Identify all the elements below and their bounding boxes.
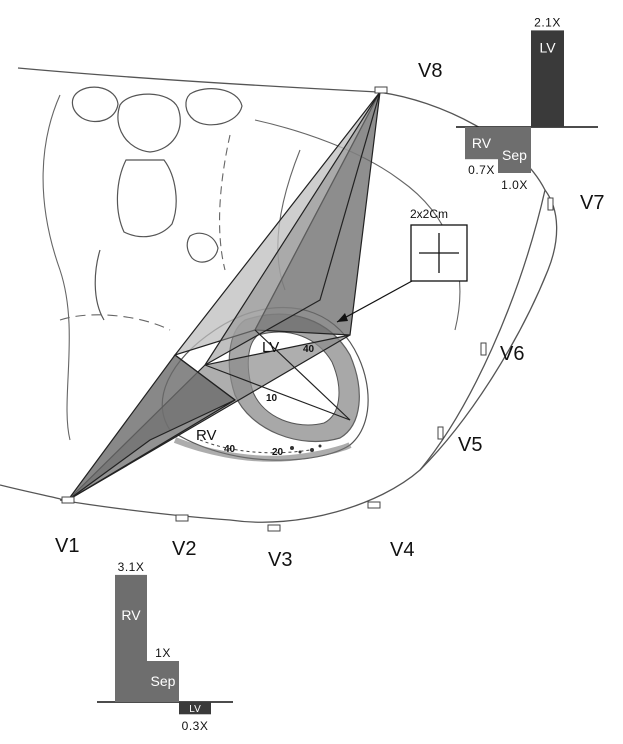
lead-label-v4: V4 (390, 539, 414, 561)
chart-bottom-cat-sep: Sep (151, 673, 176, 689)
chart-top-right: RV Sep LV 0.7X 1.0X 2.1X (456, 15, 598, 192)
lead-label-v5: V5 (458, 434, 482, 456)
label-40-rv: 40 (224, 444, 236, 455)
chart-bottom-left: RV Sep LV 3.1X 1X 0.3X (97, 560, 233, 733)
chart-bottom-value-rv: 3.1X (118, 560, 145, 574)
label-rv: RV (196, 427, 217, 444)
chart-top-cat-rv: RV (472, 135, 492, 151)
chart-top-value-lv: 2.1X (534, 15, 561, 29)
lead-label-v6: V6 (500, 343, 524, 365)
label-40-lv: 40 (303, 344, 315, 355)
lead-label-v3: V3 (268, 549, 292, 571)
lead-label-v1: V1 (55, 535, 79, 557)
electrode-v8 (375, 87, 387, 93)
lead-label-v7: V7 (580, 192, 604, 214)
electrode-v6 (481, 343, 486, 355)
lead-label-v8: V8 (418, 60, 442, 82)
chart-bottom-cat-lv: LV (189, 704, 201, 715)
chart-top-cat-lv: LV (539, 39, 556, 55)
chart-top-cat-sep: Sep (502, 147, 527, 163)
lead-label-v2: V2 (172, 538, 196, 560)
chart-top-value-sep: 1.0X (501, 178, 528, 192)
electrode-v1 (62, 497, 74, 503)
electrode-v3 (268, 525, 280, 531)
chart-bottom-bar-rv (115, 575, 147, 702)
chart-top-value-rv: 0.7X (468, 163, 495, 177)
electrode-v5 (438, 427, 443, 439)
chart-bottom-value-lv: 0.3X (182, 719, 209, 733)
vertebra (72, 87, 242, 320)
electrode-v2 (176, 515, 188, 521)
electrode-v4 (368, 502, 380, 508)
electrode-v7 (548, 198, 553, 210)
chart-bottom-cat-rv: RV (121, 607, 141, 623)
chart-bottom-value-sep: 1X (155, 646, 171, 660)
scale-box-label: 2x2Cm (410, 207, 448, 221)
label-lv: LV (262, 339, 279, 356)
label-10: 10 (266, 393, 278, 404)
label-20: 20 (272, 447, 284, 458)
